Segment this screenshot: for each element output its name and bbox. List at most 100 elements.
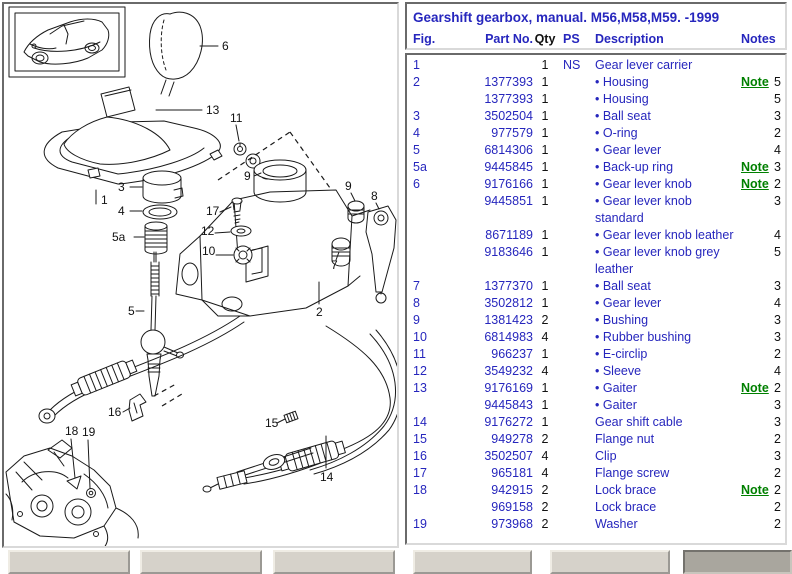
description-cell: • Gear lever [595,143,662,157]
description-cell: • E-circlip [595,347,648,361]
table-row[interactable]: 7 1377370 1 • Ball seat 3 [407,278,785,295]
description-cell: • Gaiter [595,398,637,412]
qty-cell: 1 [541,398,549,412]
qty-cell: 1 [541,58,549,72]
callout-label-2: 2 [316,305,323,319]
count-cell: 2 [774,381,781,395]
part-number-cell: 6814306 [484,143,533,157]
fig-cell: 14 [413,415,427,429]
qty-cell: 2 [541,313,549,327]
count-cell: 2 [774,126,781,140]
footer-button-5[interactable] [550,550,670,574]
note-link[interactable]: Note [741,381,769,395]
callout-label-5a: 5a [112,230,126,244]
fig-cell: 13 [413,381,427,395]
callout-label-17: 17 [206,204,220,218]
part-number-cell: 3502504 [484,109,533,123]
gear-knob-drawing [149,11,203,97]
callout-label-1: 1 [101,193,108,207]
qty-cell: 1 [541,279,549,293]
qty-cell: 1 [541,347,549,361]
bolt-sleeve-bushing-drawing [230,197,253,265]
footer-button-1[interactable] [8,550,130,574]
part-number-cell: 966237 [491,347,533,361]
fig-cell: 7 [413,279,420,293]
note-cell: Note [741,380,773,397]
note-link[interactable]: Note [741,75,769,89]
note-cell: Note [741,159,773,176]
count-cell: 3 [774,160,781,174]
part-number-cell: 3549232 [484,364,533,378]
cable-end-drawing [202,410,314,493]
note-link[interactable]: Note [741,177,769,191]
note-link[interactable]: Note [741,483,769,497]
qty-cell: 4 [541,449,549,463]
part-number-cell: 977579 [491,126,533,140]
fig-cell: 8 [413,296,420,310]
column-header-ps: PS [563,32,580,46]
count-cell: 2 [774,500,781,514]
footer-button-4[interactable] [413,550,532,574]
description-cell: • Bushing [595,313,649,327]
description-cell: • Gear lever knob [595,177,692,191]
qty-cell: 4 [541,330,549,344]
count-cell: 2 [774,347,781,361]
part-number-cell: 9176272 [484,415,533,429]
description-cell: Flange nut [595,432,655,446]
description-cell: Washer [595,517,638,531]
count-cell: 3 [774,313,781,327]
qty-cell: 1 [541,415,549,429]
part-number-cell: 1381423 [484,313,533,327]
gear-lever-drawing [140,251,184,397]
count-cell: 2 [774,517,781,531]
fig-cell: 12 [413,364,427,378]
count-cell: 5 [774,245,781,259]
part-number-cell: 969158 [491,500,533,514]
footer-button-2[interactable] [140,550,262,574]
qty-cell: 1 [541,245,549,259]
diagram-callout-labels: 6 13 11 3 1 4 5a 9 9 8 17 12 10 7 2 5 16… [65,39,380,489]
part-number-cell: 1377370 [484,279,533,293]
fig-cell: 5 [413,143,420,157]
lock-brace-washer-drawing [66,475,96,498]
description-cell: Gear shift cable [595,415,683,429]
description-cell: Gear lever carrier [595,58,693,72]
footer-button-6[interactable] [683,550,792,574]
callout-label-9-left: 9 [244,169,251,183]
qty-cell: 2 [541,500,549,514]
count-cell: 4 [774,228,781,242]
fig-cell: 15 [413,432,427,446]
description-cell: • Gear lever [595,296,662,310]
footer-button-3[interactable] [273,550,395,574]
description-cell: • Ball seat [595,279,651,293]
count-cell: 3 [774,279,781,293]
note-link[interactable]: Note [741,160,769,174]
callout-label-12: 12 [201,224,215,238]
part-number-cell: 9445843 [484,398,533,412]
